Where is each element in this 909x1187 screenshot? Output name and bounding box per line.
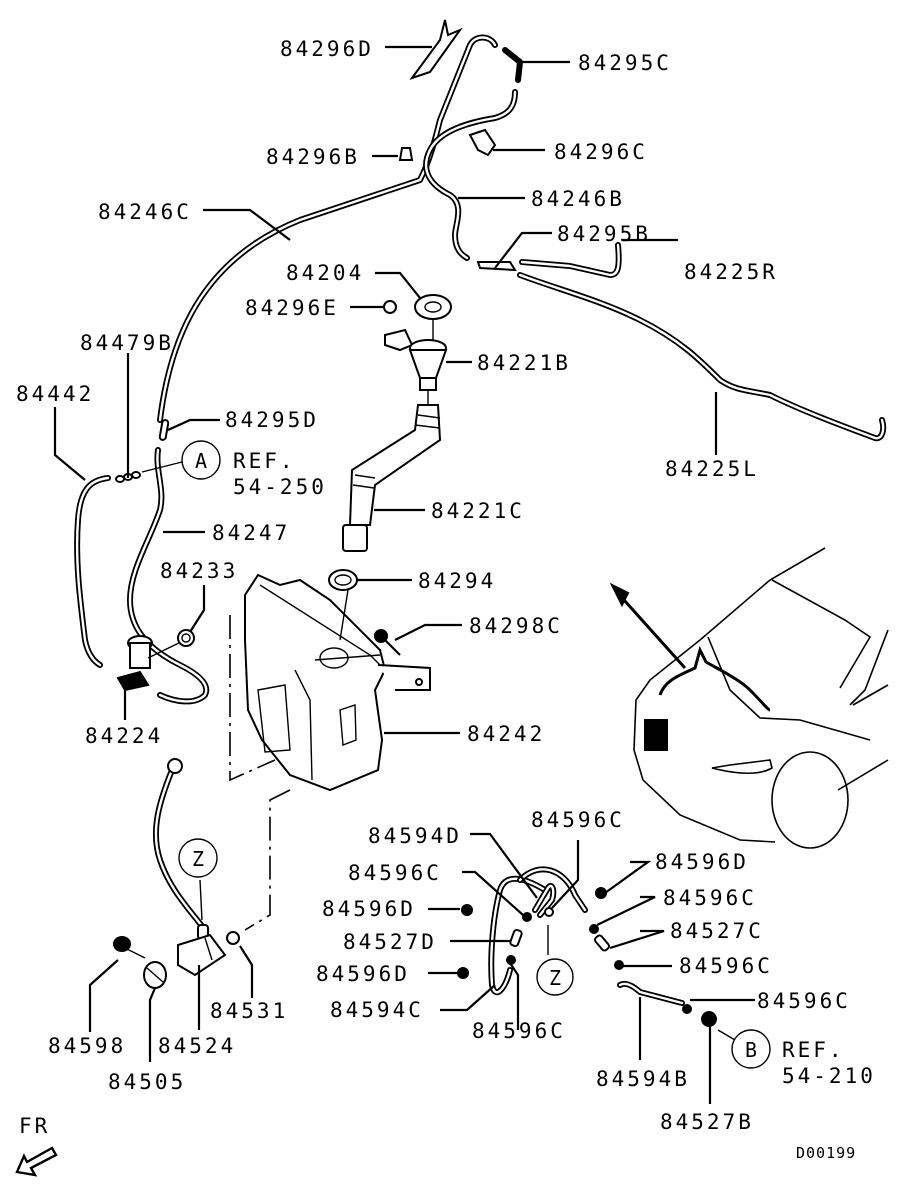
callout-z-pump-letter: Z [192, 847, 204, 871]
label-84596c-bottom: 84596C [472, 1019, 566, 1043]
label-84295b: 84295B [557, 222, 651, 246]
label-84298c: 84298C [469, 614, 563, 638]
filler-pipe-84221c [342, 404, 442, 552]
label-84524: 84524 [158, 1034, 236, 1058]
front-direction-indicator: FR [15, 1114, 58, 1177]
hose-84594c [488, 875, 548, 996]
hose-84225r [519, 242, 622, 278]
seal-84296e [383, 300, 397, 314]
label-84598: 84598 [48, 1034, 126, 1058]
label-84505: 84505 [108, 1070, 186, 1094]
callout-b-letter: B [745, 1038, 757, 1062]
hose-84247 [127, 447, 210, 705]
label-84233: 84233 [160, 559, 238, 583]
label-84596c-right1: 84596C [663, 886, 757, 910]
callout-a-ref-number: 54-250 [233, 475, 327, 499]
leader-lines [53, 45, 755, 1104]
joint-84295c [502, 47, 523, 83]
label-84295d: 84295D [225, 408, 319, 432]
bolt-84598 [113, 936, 146, 959]
hose-pump-line [152, 767, 208, 933]
label-84225r: 84225R [684, 260, 778, 284]
hose-84594b [617, 980, 685, 1006]
callout-b-ref-label: REF. [782, 1038, 845, 1062]
callout-z-pump: Z [178, 838, 218, 878]
label-84596d-right: 84596D [655, 850, 749, 874]
label-84596c-top: 84596C [531, 808, 625, 832]
hose-84225l [517, 272, 887, 442]
label-84531: 84531 [210, 999, 288, 1023]
label-84527b: 84527B [660, 1110, 754, 1134]
label-84596c-left: 84596C [348, 861, 442, 885]
label-84225l: 84225L [665, 457, 759, 481]
label-84242: 84242 [467, 722, 545, 746]
label-84527d: 84527D [343, 930, 437, 954]
pump-84224 [116, 635, 186, 692]
label-84204: 84204 [286, 261, 364, 285]
grommet-84233 [177, 629, 195, 647]
label-84596d-left1: 84596D [322, 897, 416, 921]
vehicle-location-inset [609, 547, 889, 849]
washer-tank-84242 [244, 573, 431, 792]
label-84224: 84224 [85, 724, 163, 748]
callout-z-hoses-letter: Z [549, 966, 561, 990]
hose-84246b [423, 89, 518, 261]
callout-z-hoses: Z [536, 958, 574, 996]
filler-neck-84221b [384, 328, 448, 405]
label-84246c: 84246C [98, 200, 192, 224]
label-84594d: 84594D [368, 824, 462, 848]
clip-84505 [143, 961, 167, 989]
callout-b-ref-number: 54-210 [782, 1064, 876, 1088]
label-84246b: 84246B [531, 187, 625, 211]
clip-84296c [468, 128, 497, 157]
label-84295c: 84295C [578, 51, 672, 75]
grommet-84531 [226, 931, 240, 945]
filler-cap-84204 [414, 294, 452, 345]
clip-84296d [409, 19, 463, 80]
callout-a-letter: A [195, 449, 207, 473]
label-84594b: 84594B [596, 1067, 690, 1091]
label-84442: 84442 [16, 382, 94, 406]
part-labels: 84296D 84295C 84296B 84296C 84246C 84246… [16, 37, 851, 1134]
label-84479b: 84479B [80, 331, 174, 355]
label-84221b: 84221B [477, 351, 571, 375]
label-84296b: 84296B [266, 145, 360, 169]
connector-84295d [158, 419, 170, 441]
label-84594c: 84594C [330, 998, 424, 1022]
label-84221c: 84221C [431, 499, 525, 523]
label-84296c: 84296C [554, 140, 648, 164]
label-84596c-right3: 84596C [757, 989, 851, 1013]
hose-upper-arc [517, 866, 588, 913]
hose-84246c [157, 34, 498, 423]
label-84247: 84247 [212, 521, 290, 545]
label-84596c-right2: 84596C [679, 954, 773, 978]
hose-84442 [74, 475, 111, 668]
hose-84594d [532, 882, 557, 918]
label-84294: 84294 [418, 569, 496, 593]
label-84527c: 84527C [670, 919, 764, 943]
fr-label: FR [19, 1114, 50, 1138]
callout-a: A REF. 54-250 [181, 440, 327, 499]
front-arrow-icon [15, 1146, 58, 1177]
diagram-code: D00199 [796, 1144, 856, 1162]
grommet-84294 [328, 569, 358, 591]
label-84296e: 84296E [245, 296, 339, 320]
label-84596d-left2: 84596D [316, 962, 410, 986]
callout-a-ref-label: REF. [233, 449, 296, 473]
callout-b: B REF. 54-210 [731, 1029, 876, 1088]
pump-84524 [167, 758, 227, 977]
assembly-dash-lines [229, 615, 291, 931]
connector-84479b [115, 471, 141, 483]
clip-84296b [398, 147, 414, 161]
label-84296d: 84296D [280, 37, 374, 61]
bolt-84298c [374, 629, 401, 656]
